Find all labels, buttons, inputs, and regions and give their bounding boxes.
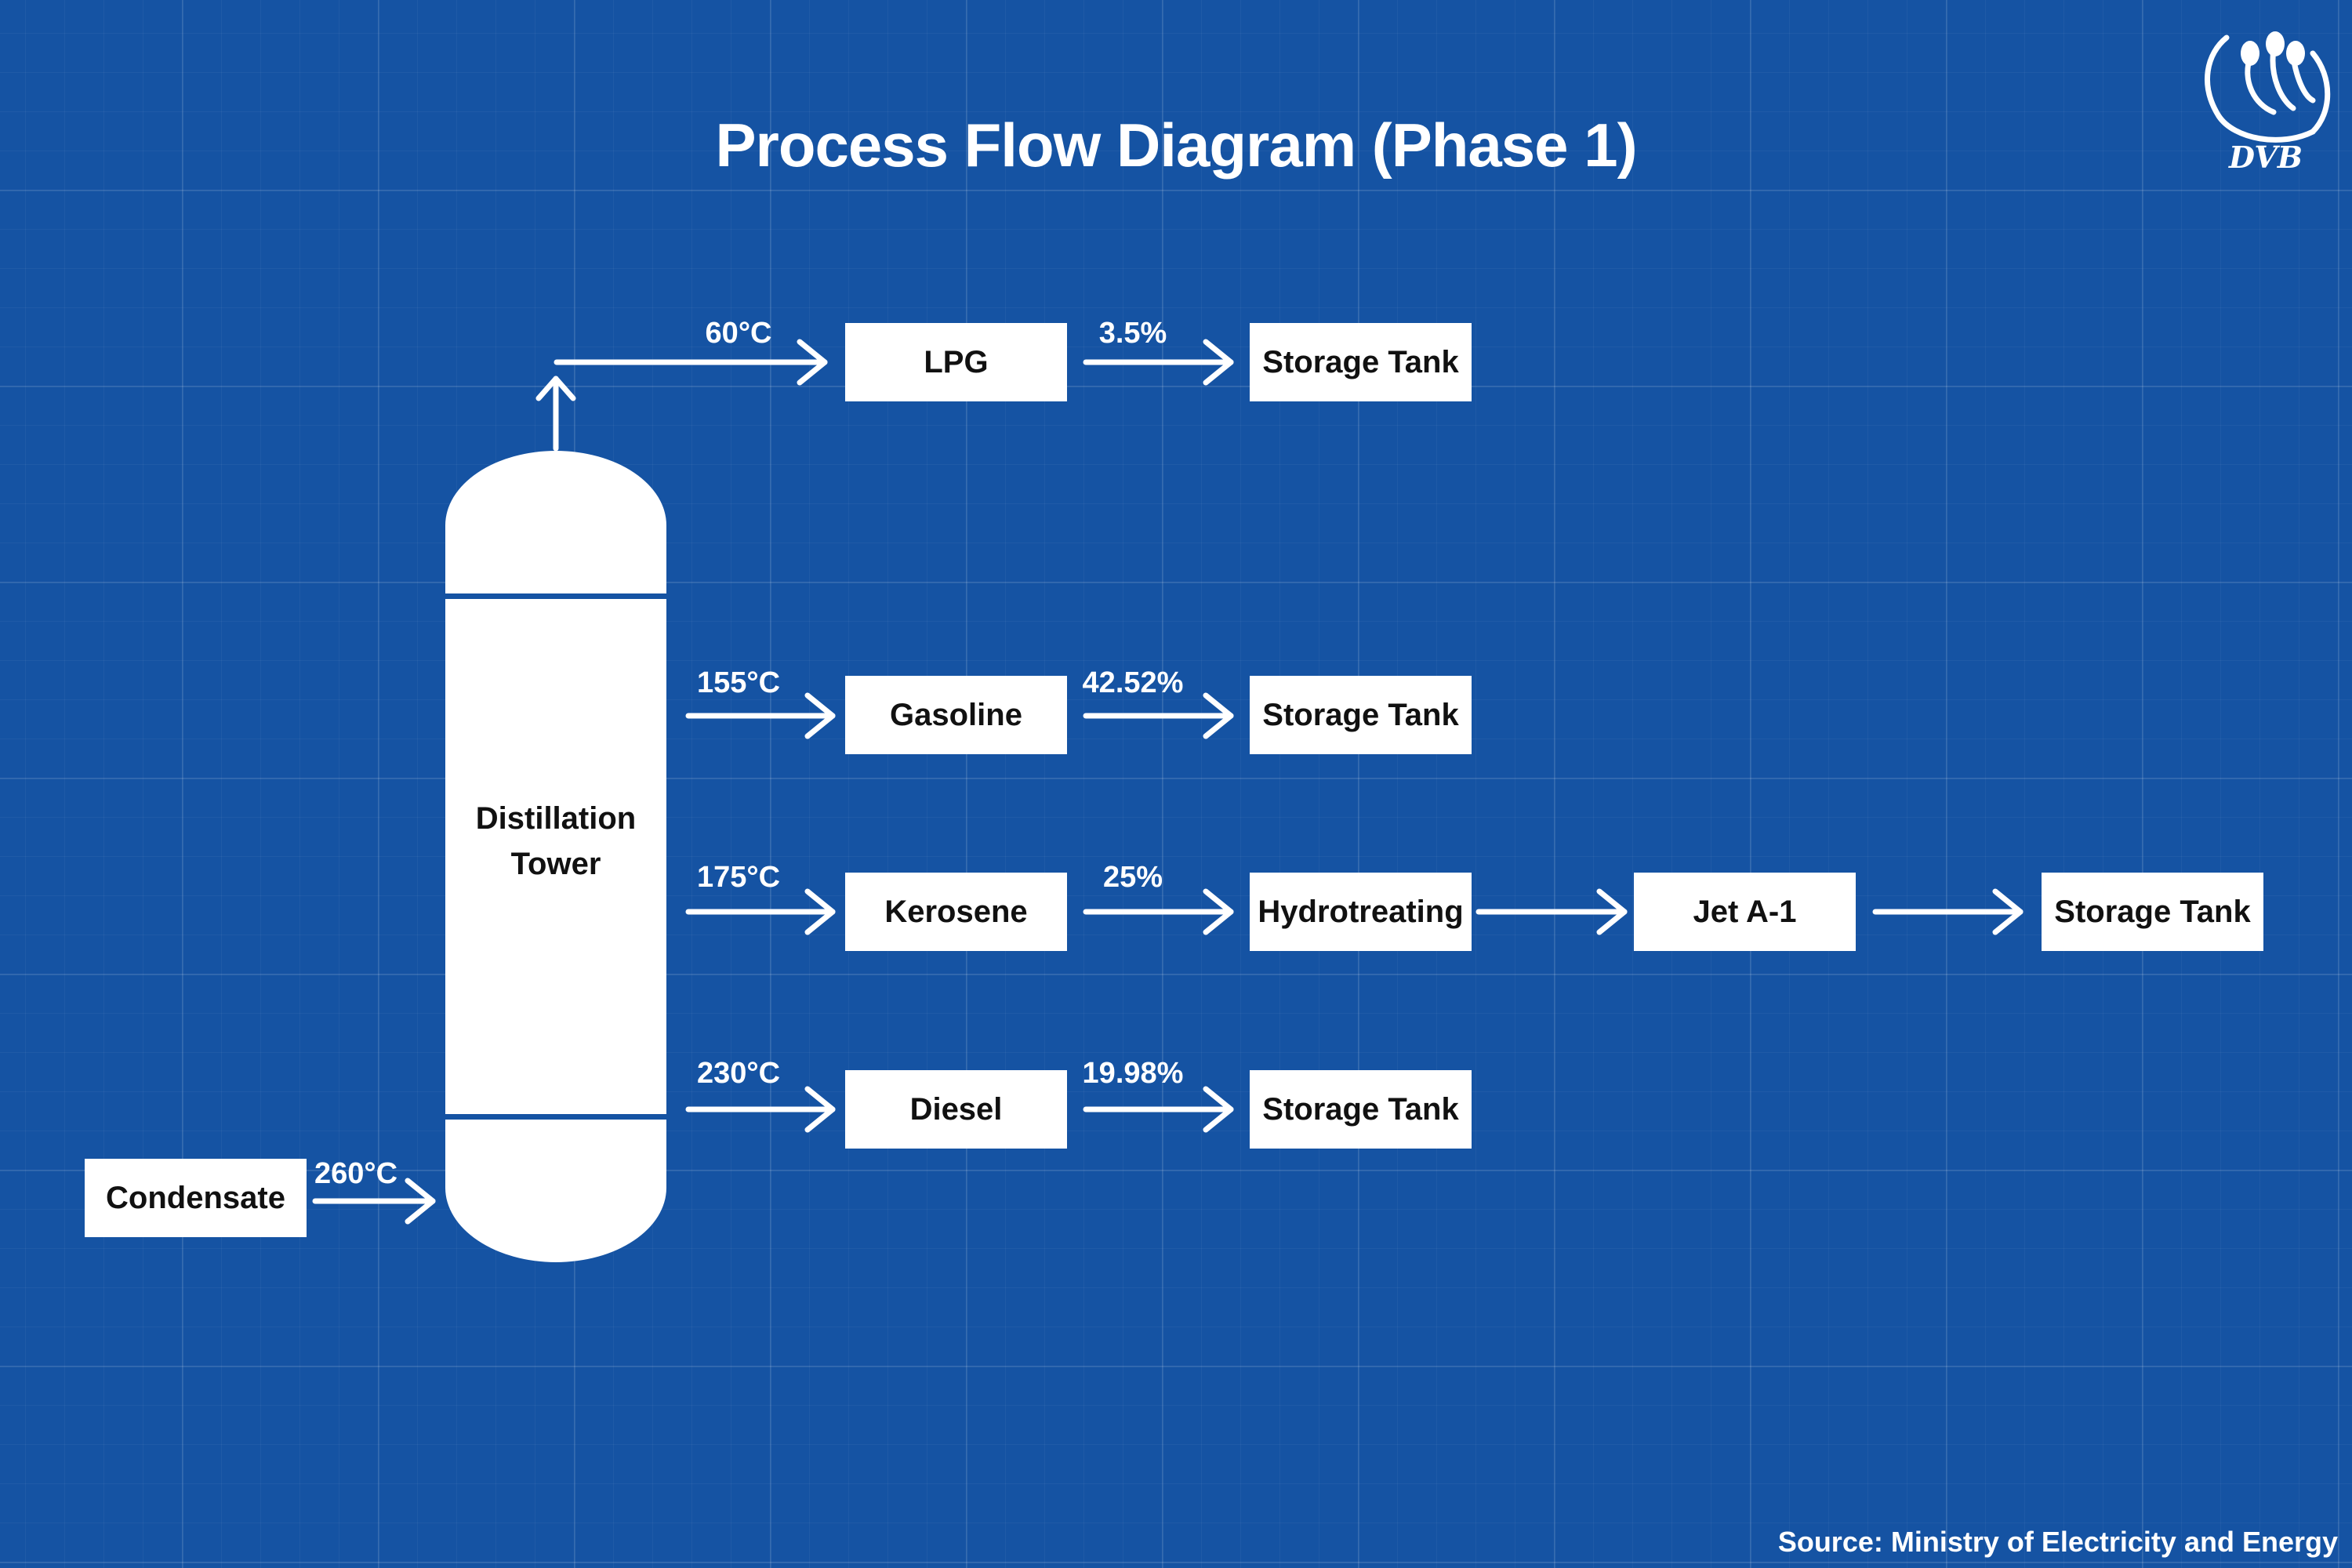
tower-band-bottom — [445, 1114, 666, 1120]
lpg-storage-tank-box: Storage Tank — [1250, 323, 1472, 401]
jet-storage-tank-box: Storage Tank — [2042, 873, 2263, 951]
tower-label: Distillation Tower — [445, 796, 666, 887]
arrow-gasoline-to-storage — [1083, 692, 1234, 739]
diesel-box: Diesel — [845, 1070, 1067, 1149]
kerosene-share-label: 25% — [1102, 861, 1163, 894]
jet-a1-box: Jet A-1 — [1634, 873, 1856, 951]
gasoline-storage-tank-box: Storage Tank — [1250, 676, 1472, 754]
diesel-storage-tank-box: Storage Tank — [1250, 1070, 1472, 1149]
kerosene-box: Kerosene — [845, 873, 1067, 951]
arrow-tower-to-diesel — [685, 1086, 836, 1133]
arrow-feed-to-tower — [312, 1178, 436, 1225]
source-note: Source: Ministry of Electricity and Ener… — [1777, 1526, 2338, 1558]
diesel-share-label: 19.98% — [1082, 1057, 1184, 1090]
dvb-logo-text: DVB — [2229, 140, 2303, 175]
tower-band-top — [445, 593, 666, 599]
arrow-hydrotreating-to-jet — [1475, 888, 1628, 935]
condensate-box: Condensate — [85, 1159, 307, 1237]
feed-temperature-label: 260°C — [314, 1157, 398, 1190]
diesel-temperature-label: 230°C — [696, 1057, 781, 1090]
gasoline-temperature-label: 155°C — [696, 666, 781, 699]
arrow-diesel-to-storage — [1083, 1086, 1234, 1133]
arrow-tower-to-gasoline — [685, 692, 836, 739]
page-title: Process Flow Diagram (Phase 1) — [715, 111, 1637, 180]
gasoline-share-label: 42.52% — [1082, 666, 1184, 699]
arrow-tower-to-kerosene — [685, 888, 836, 935]
arrow-tower-to-lpg — [535, 339, 828, 452]
arrow-lpg-to-storage — [1083, 339, 1234, 386]
lpg-box: LPG — [845, 323, 1067, 401]
tower-label-line2: Tower — [510, 847, 601, 881]
tower-label-line1: Distillation — [475, 801, 637, 836]
distillation-tower: Distillation Tower — [445, 451, 666, 1262]
kerosene-temperature-label: 175°C — [696, 861, 781, 894]
gasoline-box: Gasoline — [845, 676, 1067, 754]
lpg-temperature-label: 60°C — [705, 317, 772, 350]
dvb-logo-icon — [2205, 31, 2331, 143]
hydrotreating-box: Hydrotreating — [1250, 873, 1472, 951]
lpg-share-label: 3.5% — [1098, 317, 1167, 350]
arrow-jet-to-storage — [1872, 888, 2024, 935]
arrow-kerosene-to-hydrotreating — [1083, 888, 1234, 935]
